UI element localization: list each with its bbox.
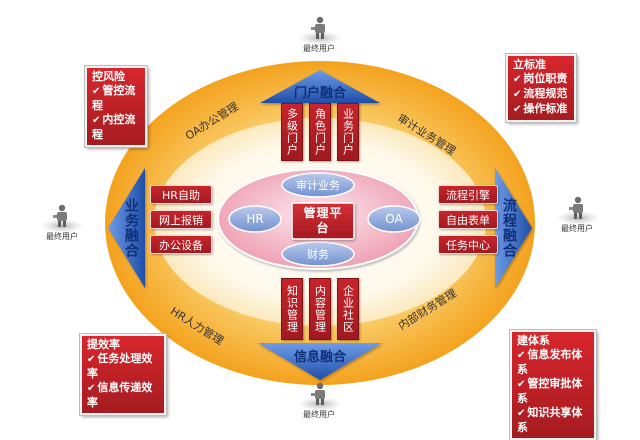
check-icon: ✔ bbox=[517, 408, 526, 419]
user-label-top: 最终用户 bbox=[303, 44, 335, 53]
callout-system-title: 建体系 bbox=[517, 334, 550, 347]
diagram-canvas: 最终用户 最终用户 最终用户 最终用户 门户融合 信息融合 业务融合 流程融合 … bbox=[40, 16, 600, 440]
arrow-bottom-shape bbox=[258, 343, 382, 380]
check-icon: ✔ bbox=[517, 350, 526, 361]
bottom-box-3: 企业社区 bbox=[337, 278, 359, 340]
oval-audit-shape bbox=[281, 172, 355, 198]
oval-finance-shape bbox=[281, 241, 355, 267]
top-box-3: 业务门户 bbox=[337, 103, 359, 161]
bottom-box-1: 知识管理 bbox=[281, 278, 303, 340]
user-label-bottom: 最终用户 bbox=[303, 410, 335, 419]
check-icon: ✔ bbox=[517, 379, 526, 390]
oval-finance-label: 财务 bbox=[307, 248, 329, 261]
callout-risk-item: ✔管控流程 bbox=[92, 84, 136, 112]
arrow-left-label: 业务融合 bbox=[123, 198, 139, 258]
oval-oa-shape bbox=[367, 205, 421, 233]
callout-system-item: ✔信息发布体系 bbox=[517, 348, 583, 376]
callout-system-item: ✔知识共享体系 bbox=[517, 406, 583, 434]
check-icon: ✔ bbox=[513, 89, 522, 100]
arrow-bottom-label: 信息融合 bbox=[293, 349, 346, 365]
user-icon-top bbox=[298, 16, 342, 45]
oval-audit-label: 审计业务 bbox=[296, 179, 340, 192]
oval-oa-label: OA bbox=[385, 212, 403, 226]
check-icon: ✔ bbox=[92, 115, 101, 126]
oval-hr-shape bbox=[228, 205, 282, 233]
callout-efficiency-title: 提效率 bbox=[87, 338, 120, 351]
callout-standard: 立标准 ✔岗位职责 ✔流程规范 ✔操作标准 bbox=[505, 53, 577, 123]
left-box-2: 网上报销 bbox=[150, 210, 212, 229]
callout-efficiency-item: ✔任务处理效率 bbox=[87, 352, 153, 380]
check-icon: ✔ bbox=[513, 104, 522, 115]
callout-standard-title: 立标准 bbox=[513, 58, 546, 71]
center-box-shape bbox=[291, 202, 355, 240]
right-box-3: 任务中心 bbox=[438, 235, 498, 254]
check-icon: ✔ bbox=[87, 383, 96, 394]
callout-efficiency: 提效率 ✔任务处理效率 ✔信息传递效率 bbox=[79, 333, 167, 416]
oval-hr-label: HR bbox=[246, 212, 264, 226]
callout-standard-item: ✔流程规范 bbox=[513, 87, 568, 100]
callout-efficiency-item: ✔信息传递效率 bbox=[87, 381, 153, 409]
left-box-1: HR自助 bbox=[150, 185, 212, 204]
user-icon-right bbox=[556, 196, 600, 225]
check-icon: ✔ bbox=[513, 74, 522, 85]
arrow-left-shape bbox=[108, 168, 145, 288]
callout-system: 建体系 ✔信息发布体系 ✔管控审批体系 ✔知识共享体系 bbox=[509, 329, 597, 440]
arrow-top-label: 门户融合 bbox=[293, 85, 346, 101]
callout-risk: 控风险 ✔管控流程 ✔内控流程 bbox=[84, 65, 148, 148]
right-box-2: 自由表单 bbox=[438, 210, 498, 229]
callout-system-item: ✔管控审批体系 bbox=[517, 377, 583, 405]
callout-risk-title: 控风险 bbox=[92, 70, 125, 83]
user-icon-left bbox=[40, 204, 84, 233]
arrow-right-shape bbox=[495, 168, 532, 288]
user-label-left: 最终用户 bbox=[46, 232, 78, 241]
callout-standard-item: ✔岗位职责 bbox=[513, 72, 568, 85]
user-icon-bottom bbox=[298, 382, 342, 411]
top-box-1: 多级门户 bbox=[281, 103, 303, 161]
right-box-1: 流程引擎 bbox=[438, 185, 498, 204]
arrow-right-label: 流程融合 bbox=[501, 198, 517, 258]
top-box-2: 角色门户 bbox=[309, 103, 331, 161]
callout-standard-item: ✔操作标准 bbox=[513, 102, 568, 115]
diagram-art bbox=[40, 16, 600, 411]
left-box-3: 办公设备 bbox=[150, 235, 212, 254]
check-icon: ✔ bbox=[87, 354, 96, 365]
center-title: 管理平台 bbox=[303, 206, 343, 235]
user-label-right: 最终用户 bbox=[561, 224, 593, 233]
bottom-box-2: 内容管理 bbox=[309, 278, 331, 340]
callout-risk-item: ✔内控流程 bbox=[92, 113, 136, 141]
arrow-top-shape bbox=[260, 70, 380, 103]
check-icon: ✔ bbox=[92, 86, 101, 97]
